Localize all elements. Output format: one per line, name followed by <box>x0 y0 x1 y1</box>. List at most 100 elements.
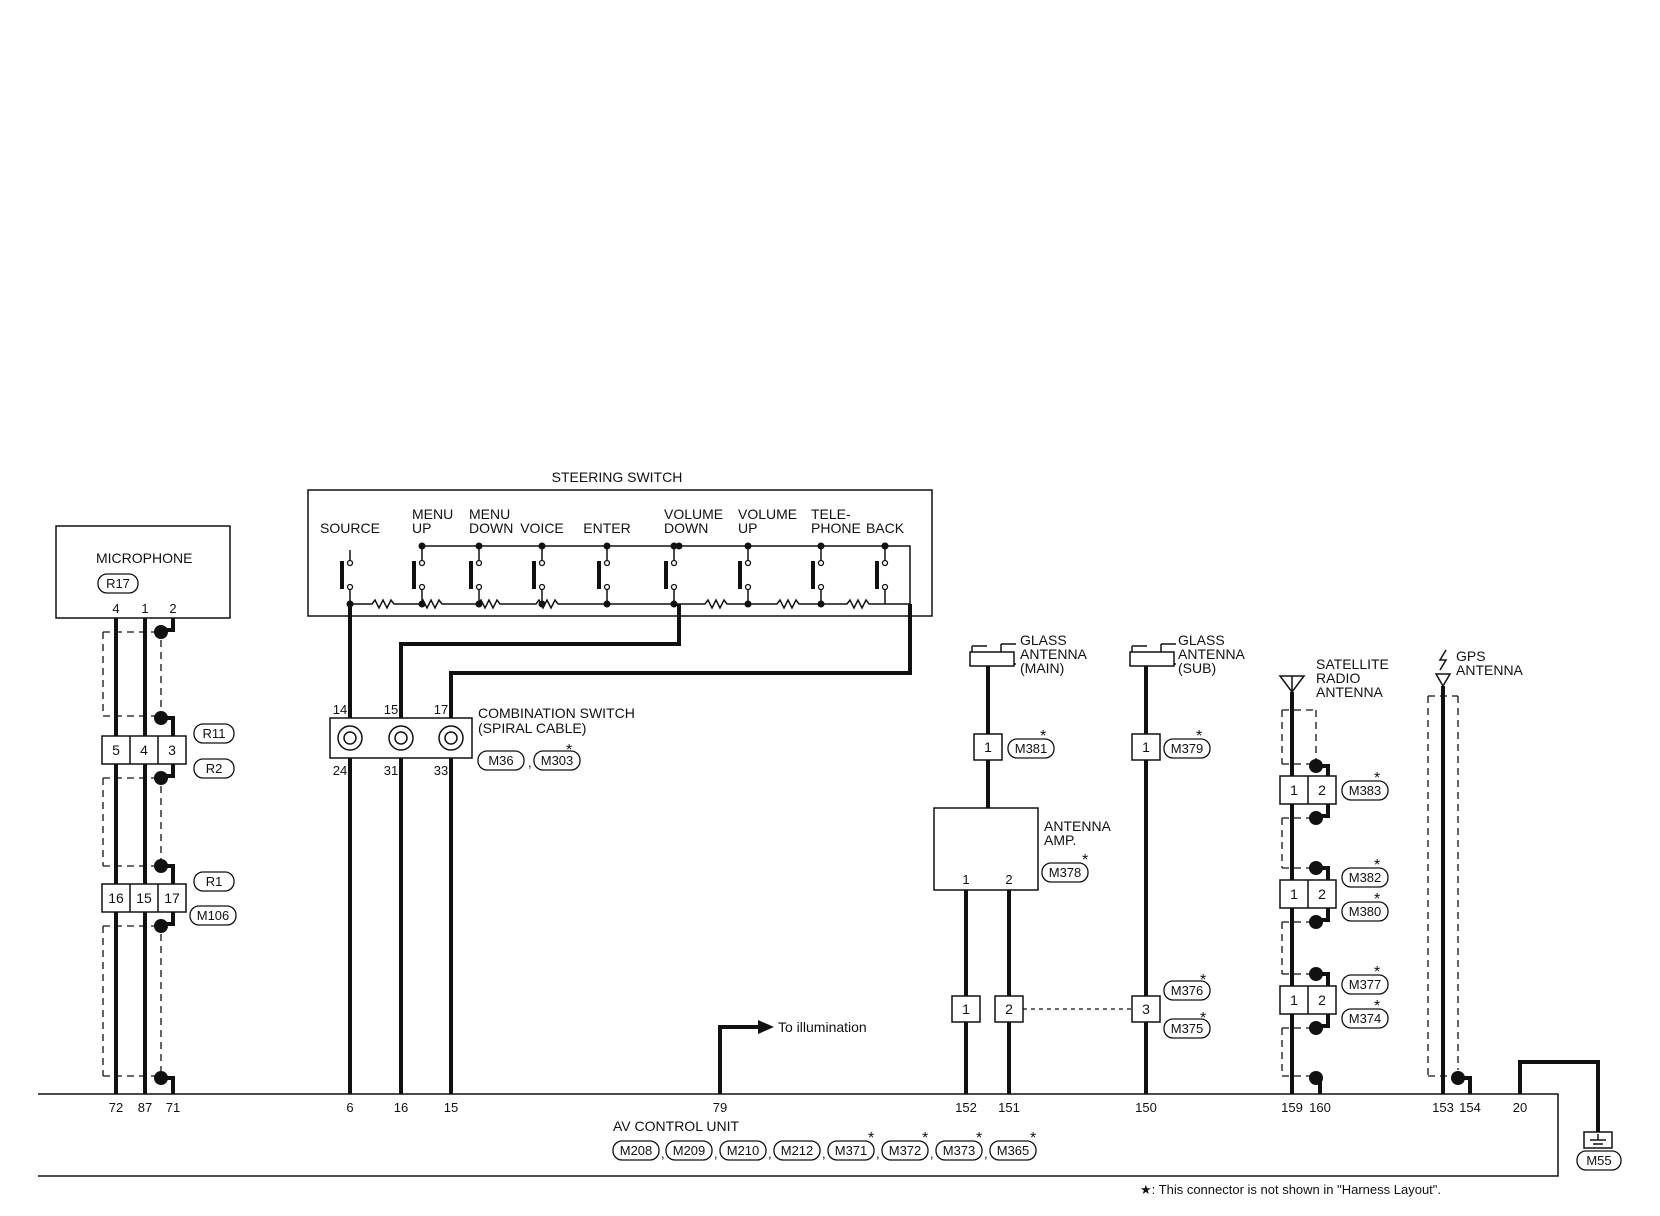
junction-dot <box>670 542 678 550</box>
connector-tag-frame <box>665 1140 713 1161</box>
av-unit-pin: 152 <box>955 1100 977 1115</box>
connector-tag-frame <box>935 1140 983 1161</box>
joint-cell: 3 <box>1142 1001 1150 1017</box>
microphone: MICROPHONE R17 4 1 2 5 4 3 R11 R2 <box>55 525 237 1094</box>
av-unit-pin: 15 <box>444 1100 458 1115</box>
combination-bottom-pin: 31 <box>384 763 398 778</box>
junction-dot <box>603 542 611 550</box>
illumination-label: To illumination <box>778 1019 867 1035</box>
av-unit-title: AV CONTROL UNIT <box>613 1118 739 1134</box>
sat-cell: 1 <box>1290 992 1298 1008</box>
sat-cell: 1 <box>1290 886 1298 902</box>
av-unit-pin: 20 <box>1513 1100 1527 1115</box>
connector-tag-m380: M380 <box>1349 904 1382 919</box>
microphone-title: MICROPHONE <box>96 550 192 566</box>
connector-tag-frame <box>612 1140 660 1161</box>
separator: , <box>768 1146 772 1161</box>
av-unit-pin: 6 <box>346 1100 353 1115</box>
connector-tag-m382: M382 <box>1349 870 1382 885</box>
av-unit-pin: 72 <box>109 1100 123 1115</box>
star-mark: * <box>1030 1130 1036 1147</box>
av-unit-pin: 153 <box>1432 1100 1454 1115</box>
junction-dot <box>670 600 678 608</box>
av-unit-pin: 87 <box>138 1100 152 1115</box>
antenna-joint: 1 2 3 M376 * M375 * <box>951 972 1211 1094</box>
separator: , <box>661 1146 665 1161</box>
junction-dot <box>744 542 752 550</box>
steering-button-label: TELE- <box>811 506 851 522</box>
junction-cell: 4 <box>140 742 148 758</box>
junction-cell: 15 <box>136 890 152 906</box>
av-unit-pin: 151 <box>998 1100 1020 1115</box>
combination-bottom-pin: 24 <box>333 763 347 778</box>
junction-dot <box>881 542 889 550</box>
star-mark: * <box>566 742 572 759</box>
sat-cell: 2 <box>1318 992 1326 1008</box>
steering-button-label: DOWN <box>664 520 708 536</box>
steering-button-label: SOURCE <box>320 520 380 536</box>
steering-wiring <box>348 604 912 1094</box>
junction-dot <box>475 600 483 608</box>
illumination-branch: To illumination <box>718 1019 867 1094</box>
av-unit-pin: 160 <box>1309 1100 1331 1115</box>
connector-tag-m36: M36 <box>488 753 513 768</box>
junction-dot <box>418 600 426 608</box>
separator: , <box>930 1146 934 1161</box>
combination-top-pin: 14 <box>333 702 347 717</box>
star-mark: * <box>1082 852 1088 869</box>
junction-cell: 17 <box>164 890 180 906</box>
connector-tag-m373: M373 <box>943 1143 976 1158</box>
connector-tag-m377: M377 <box>1349 977 1382 992</box>
connector-tag-m375: M375 <box>1171 1021 1204 1036</box>
star-mark: * <box>1200 1010 1206 1027</box>
glass-antenna-sub: GLASS ANTENNA (SUB) 1 M379 * <box>1129 632 1246 996</box>
steering-button-label: BACK <box>866 520 905 536</box>
separator: , <box>822 1146 826 1161</box>
junction-dot <box>603 600 611 608</box>
steering-button-label: MENU <box>412 506 453 522</box>
connector-tag-m303: M303 <box>541 753 574 768</box>
connector-tag-frame <box>719 1140 767 1161</box>
antenna-amp-l2: AMP. <box>1044 832 1076 848</box>
steering-button-label: ENTER <box>583 520 630 536</box>
star-mark: * <box>1200 972 1206 989</box>
glass-main-l3: (MAIN) <box>1020 660 1064 676</box>
av-unit-pin: 79 <box>713 1100 727 1115</box>
satellite-l2: RADIO <box>1316 670 1360 686</box>
star-mark: * <box>1374 964 1380 981</box>
junction-dot <box>744 600 752 608</box>
glass-main-pin: 1 <box>984 739 992 755</box>
mic-pin: 2 <box>169 601 176 616</box>
sat-cell: 2 <box>1318 782 1326 798</box>
footnote: ★: This connector is not shown in "Harne… <box>1140 1182 1441 1197</box>
satellite-l3: ANTENNA <box>1316 684 1384 700</box>
sat-cell: 1 <box>1290 782 1298 798</box>
star-mark: * <box>922 1130 928 1147</box>
separator: , <box>714 1146 718 1161</box>
glass-antenna-main: GLASS ANTENNA (MAIN) 1 M381 * <box>969 632 1088 808</box>
combination-bottom-pin: 33 <box>434 763 448 778</box>
connector-tag-r11: R11 <box>203 726 226 741</box>
connector-tag-m209: M209 <box>673 1143 706 1158</box>
av-unit-pin: 16 <box>394 1100 408 1115</box>
joint-cell: 2 <box>1005 1001 1013 1017</box>
connector-tag-m365: M365 <box>997 1143 1030 1158</box>
junction-dot <box>475 542 483 550</box>
connector-tag-m374: M374 <box>1349 1011 1382 1026</box>
steering-button-label: PHONE <box>811 520 861 536</box>
separator: , <box>528 755 532 770</box>
connector-tag-m376: M376 <box>1171 983 1204 998</box>
connector-tag-m372: M372 <box>889 1143 922 1158</box>
steering-button-label: VOLUME <box>738 506 797 522</box>
combination-top-pin: 15 <box>384 702 398 717</box>
junction-dot <box>675 542 683 550</box>
connector-tag-frame <box>989 1140 1037 1161</box>
junction-dot <box>418 542 426 550</box>
steering-button-label: UP <box>412 520 431 536</box>
gps-l1: GPS <box>1456 648 1486 664</box>
sat-cell: 2 <box>1318 886 1326 902</box>
connector-tag-m210: M210 <box>727 1143 760 1158</box>
star-mark: * <box>1374 998 1380 1015</box>
star-mark: * <box>1374 770 1380 787</box>
